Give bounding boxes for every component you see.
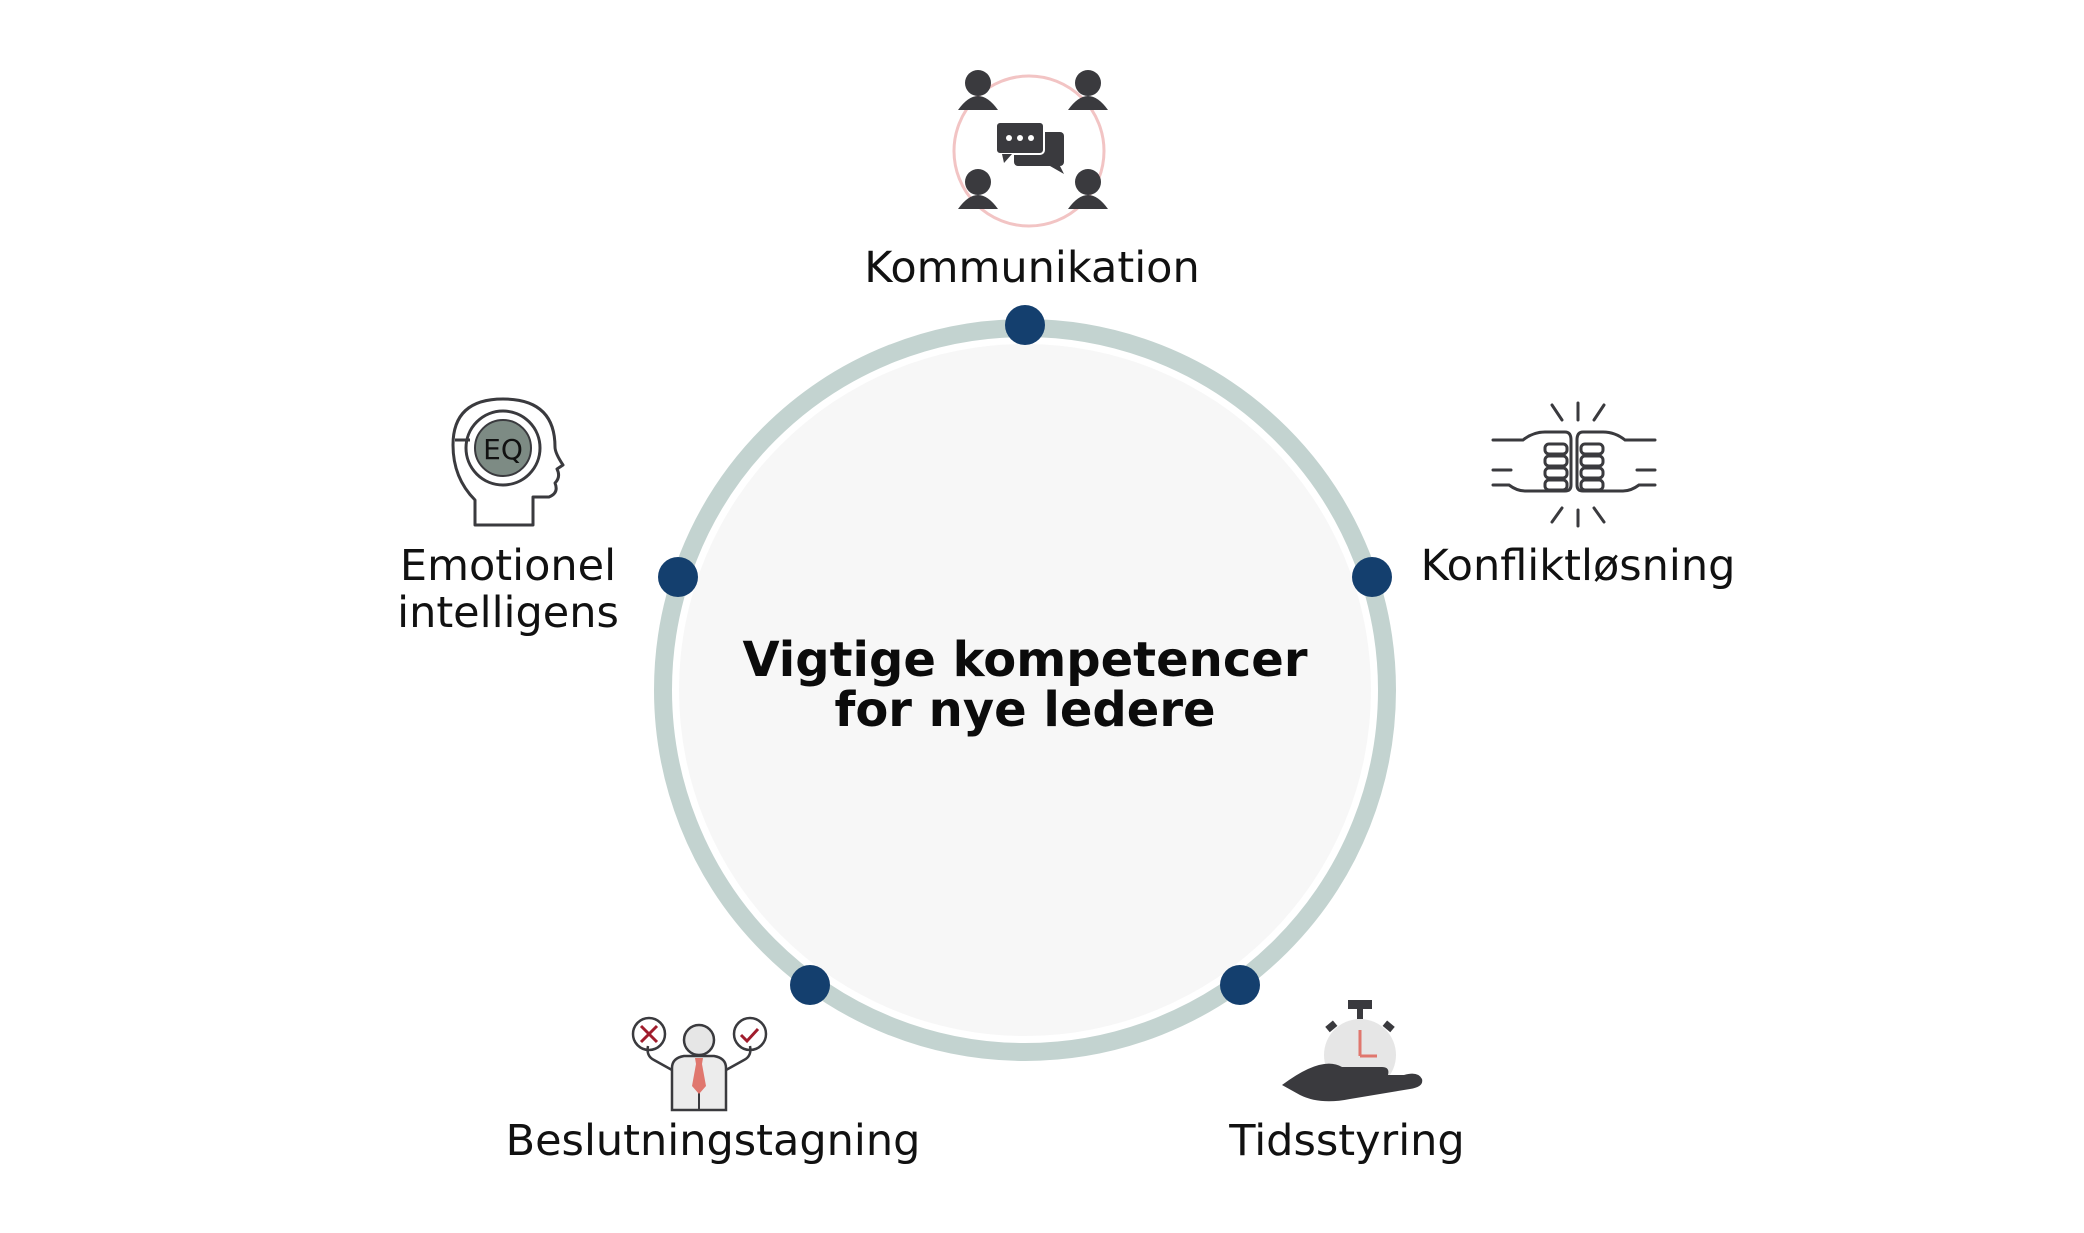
inner-circle <box>679 344 1371 1036</box>
label-emotionel-line2: intelligens <box>397 588 619 639</box>
node-dot-kommunikation <box>1005 305 1045 345</box>
node-dot-konfliktlosning <box>1352 557 1392 597</box>
label-emotionel-line1: Emotionel <box>399 541 617 591</box>
fist-bump-icon <box>1491 401 1657 528</box>
communication-icon <box>952 70 1108 228</box>
label-tidsstyring: Tidsstyring <box>1229 1116 1465 1166</box>
label-emotionel-intelligens: Emotionel intelligens <box>397 541 619 639</box>
center-title-line1: Vigtige kompetencer <box>742 632 1308 688</box>
node-dot-emotionel <box>658 557 698 597</box>
label-beslutningstagning: Beslutningstagning <box>505 1116 921 1166</box>
center-title-line2: for nye ledere <box>834 682 1216 739</box>
eq-head-icon: EQ <box>451 397 565 527</box>
center-title: Vigtige kompetencer for nye ledere <box>742 635 1307 736</box>
node-dot-beslutningstagning <box>790 965 830 1005</box>
label-konfliktlosning: Konfliktløsning <box>1420 541 1736 591</box>
label-kommunikation: Kommunikation <box>864 243 1200 293</box>
node-dot-tidsstyring <box>1220 965 1260 1005</box>
stopwatch-hand-icon <box>1282 1000 1423 1102</box>
decision-person-icon <box>631 1016 768 1112</box>
eq-icon-text: EQ <box>483 433 523 466</box>
